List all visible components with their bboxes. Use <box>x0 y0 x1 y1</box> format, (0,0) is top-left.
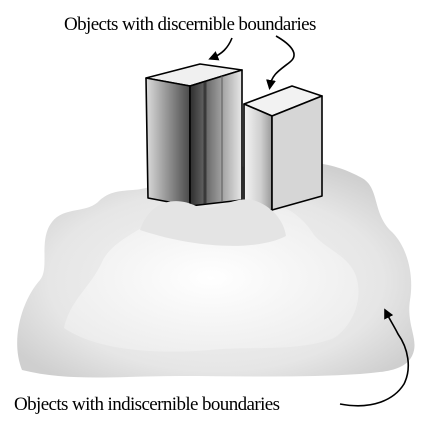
tall-block-object <box>146 64 242 206</box>
arrow-to-low-slab <box>270 36 294 86</box>
arrow-to-tall-block <box>212 38 232 58</box>
bottom-label: Objects with indiscernible boundaries <box>14 394 280 415</box>
top-label: Objects with discernible boundaries <box>64 14 316 35</box>
low-slab-object <box>244 86 322 210</box>
